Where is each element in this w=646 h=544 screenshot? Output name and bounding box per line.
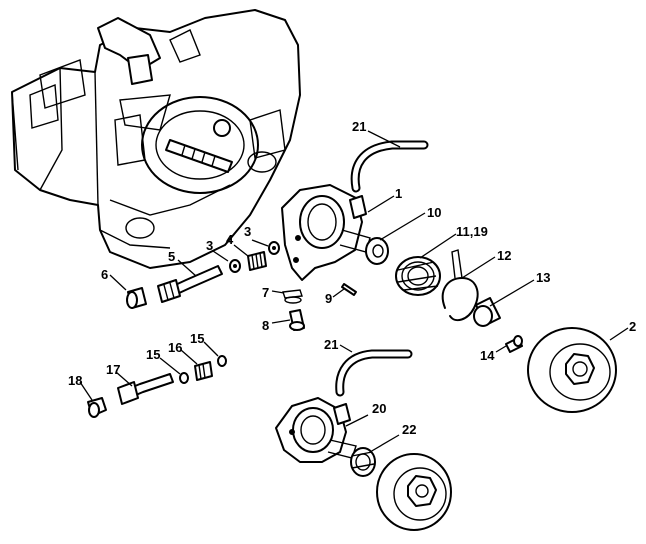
washer-10: [365, 237, 389, 265]
label-part-9: 9: [325, 291, 332, 306]
label-part-7: 7: [262, 285, 269, 300]
label-part-22: 22: [402, 422, 416, 437]
label-part-13: 13: [536, 270, 550, 285]
washer-15-right: [217, 355, 227, 367]
label-part-5: 5: [168, 249, 175, 264]
crankcase-housing: [11, 9, 301, 269]
label-part-10: 10: [427, 205, 441, 220]
label-part-20: 20: [372, 401, 386, 416]
label-part-3-left: 3: [206, 238, 213, 253]
oil-pump: [281, 184, 371, 281]
worm-gear-11-19: [395, 256, 441, 296]
label-part-6: 6: [101, 267, 108, 282]
screw-14: [505, 335, 523, 353]
label-part-16: 16: [168, 340, 182, 355]
label-part-11-19: 11,19: [456, 224, 488, 239]
spring-16: [194, 361, 213, 381]
label-part-17: 17: [106, 362, 120, 377]
adjusting-screw-8: [289, 309, 305, 331]
plug-18: [87, 397, 107, 418]
clutch-drum-lower: [376, 453, 452, 531]
label-part-21-upper: 21: [352, 119, 366, 134]
oil-hose-upper: [350, 140, 429, 193]
leader-lines: [79, 130, 629, 453]
oil-pump-20: [275, 397, 357, 463]
sleeve-13: [473, 297, 501, 327]
clutch-drum-large: [527, 327, 617, 413]
spring-4: [247, 251, 267, 271]
label-part-15-left: 15: [146, 347, 160, 362]
washer-15-left: [179, 372, 189, 384]
o-ring-7: [282, 289, 303, 304]
label-part-2: 2: [629, 319, 636, 334]
pin-9: [341, 283, 357, 296]
pump-shaft-5: [157, 265, 223, 303]
oil-hose-lower: [335, 349, 413, 397]
label-part-14: 14: [480, 348, 495, 363]
part-labels: 21 1 10 11,19 12 13 2 14 3 4 3 5 6 7 8 9…: [68, 119, 636, 437]
pump-shaft-17: [117, 373, 174, 405]
label-part-15-right: 15: [190, 331, 204, 346]
label-part-1: 1: [395, 186, 402, 201]
label-part-3-right: 3: [244, 224, 251, 239]
label-part-4: 4: [226, 232, 234, 247]
spring-clip-12: [441, 249, 479, 322]
plug-6: [126, 287, 147, 309]
label-part-8: 8: [262, 318, 269, 333]
washer-3-left: [229, 259, 241, 273]
label-part-18: 18: [68, 373, 82, 388]
worm-gear-22: [350, 447, 376, 477]
label-part-12: 12: [497, 248, 511, 263]
label-part-21-lower: 21: [324, 337, 338, 352]
washer-3-right: [268, 241, 280, 255]
